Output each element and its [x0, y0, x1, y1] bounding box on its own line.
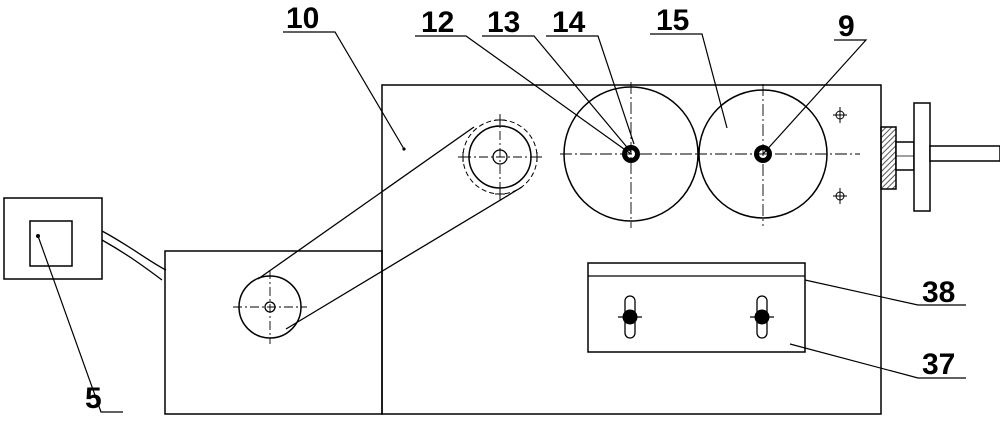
- label-15: 15: [656, 4, 689, 37]
- control-box: [4, 198, 102, 279]
- right-wheel: [695, 84, 860, 226]
- label-10: 10: [286, 2, 319, 35]
- label-13: 13: [487, 6, 520, 39]
- cable: [102, 231, 166, 280]
- adjust-slot-right: [750, 296, 774, 338]
- main-frame: [382, 85, 881, 414]
- label-14: 14: [552, 6, 586, 39]
- hand-wheel: [881, 103, 1000, 211]
- adjust-slot-left: [618, 296, 642, 338]
- slide-plate: [588, 263, 805, 352]
- label-9: 9: [838, 10, 855, 43]
- label-37: 37: [922, 348, 955, 381]
- label-12: 12: [421, 6, 454, 39]
- left-wheel: [560, 82, 702, 228]
- mount-marks: [833, 107, 847, 204]
- leader-lines: [38, 32, 966, 412]
- lower-pulley: [233, 270, 307, 344]
- label-5: 5: [85, 382, 102, 415]
- upper-pulley: [458, 114, 542, 200]
- label-38: 38: [922, 276, 955, 309]
